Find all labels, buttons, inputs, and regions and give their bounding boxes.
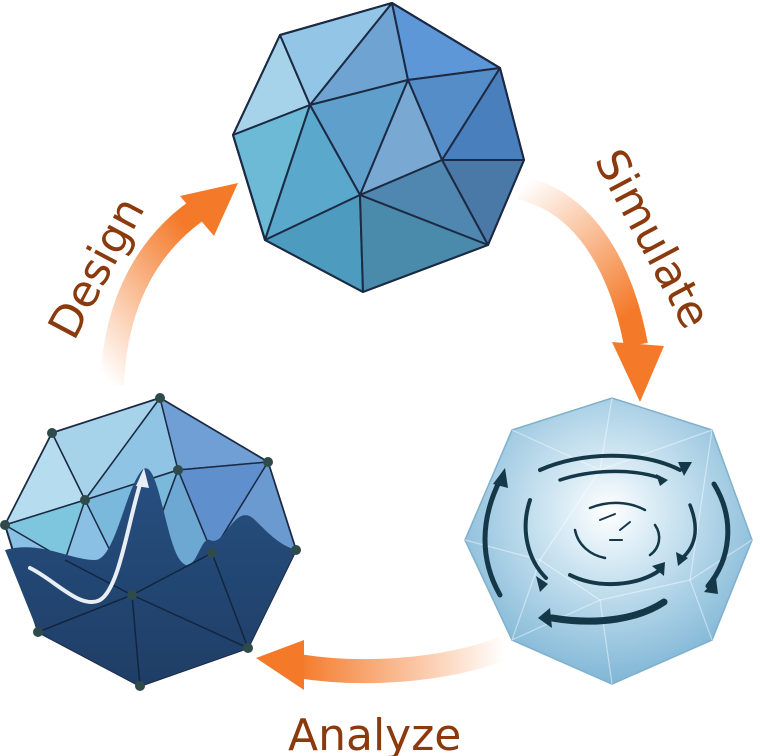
analysis-plot-polyhedron-icon: [0, 393, 301, 691]
analyze-label: Analyze: [288, 710, 461, 756]
design-arrow: [100, 183, 238, 386]
vortex-arrows-icon: [482, 453, 731, 625]
analyze-arrow: [256, 636, 510, 690]
mesh-nodes-icon: [0, 393, 301, 691]
simulation-flow-polyhedron-icon: [464, 397, 753, 685]
simulate-arrow: [517, 176, 664, 402]
design-polyhedron-icon: [232, 2, 525, 293]
